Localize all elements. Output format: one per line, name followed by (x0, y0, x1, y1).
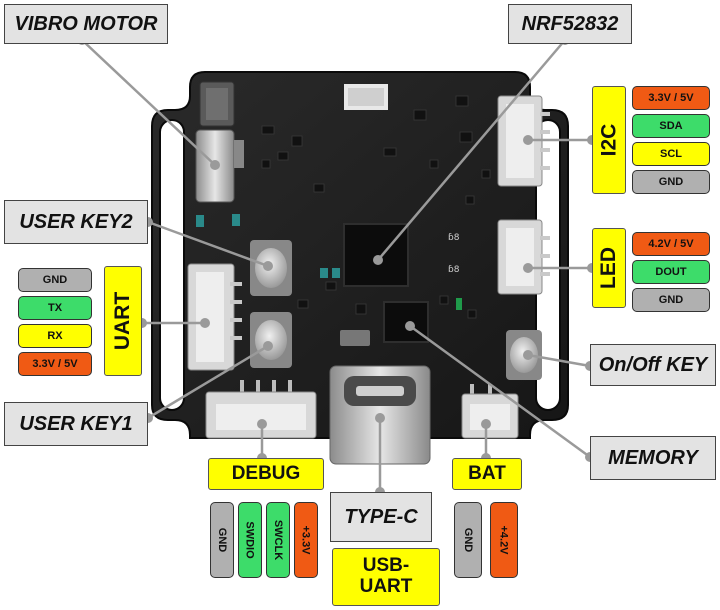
header-uart: UART (104, 266, 142, 376)
i2c-pin-scl: SCL (632, 142, 710, 166)
nrf-chip (343, 223, 409, 287)
i2c-pin-power: 3.3V / 5V (632, 86, 710, 110)
label-vibro-motor: VIBRO MOTOR (4, 4, 168, 44)
memory-chip (383, 301, 429, 343)
mount-slot-left (159, 119, 185, 411)
uart-pin-gnd: GND (18, 268, 92, 292)
led-pin-power: 4.2V / 5V (632, 232, 710, 256)
bat-pin-gnd: GND (454, 502, 482, 578)
svg-text:ɓ8: ɓ8 (448, 265, 460, 275)
uart-pin-tx: TX (18, 296, 92, 320)
i2c-pin-sda: SDA (632, 114, 710, 138)
debug-pin-power: +3.3V (294, 502, 318, 578)
header-bat: BAT (452, 458, 522, 490)
debug-pin-swclk: SWCLK (266, 502, 290, 578)
bat-pin-power: +4.2V (490, 502, 518, 578)
i2c-pin-gnd: GND (632, 170, 710, 194)
label-nrf52832: NRF52832 (508, 4, 632, 44)
led-pin-dout: DOUT (632, 260, 710, 284)
label-user-key1: USER KEY1 (4, 402, 148, 446)
debug-pin-swdio: SWDIO (238, 502, 262, 578)
header-debug: DEBUG (208, 458, 324, 490)
uart-pin-rx: RX (18, 324, 92, 348)
uart-connector (187, 263, 242, 371)
header-i2c: I2C (592, 86, 626, 194)
user-key1-switch (250, 312, 292, 368)
label-user-key2: USER KEY2 (4, 200, 148, 244)
header-usb-uart: USB- UART (332, 548, 440, 606)
label-type-c: TYPE-C (330, 492, 432, 542)
led-connector (497, 219, 550, 295)
label-memory: MEMORY (590, 436, 716, 480)
label-onoff-key: On/Off KEY (590, 344, 716, 386)
header-led: LED (592, 228, 626, 308)
svg-text:ɓ8: ɓ8 (448, 233, 460, 243)
debug-pin-gnd: GND (210, 502, 234, 578)
uart-pin-power: 3.3V / 5V (18, 352, 92, 376)
led-pin-gnd: GND (632, 288, 710, 312)
